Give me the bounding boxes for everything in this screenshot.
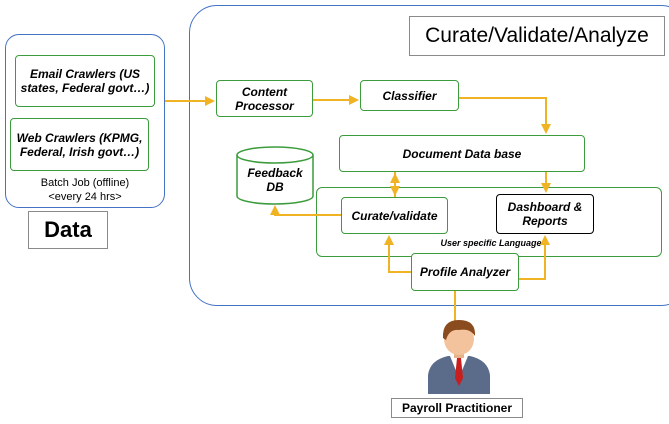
profile-analyzer-box[interactable]: Profile Analyzer [411,253,519,291]
document-db-label: Document Data base [402,146,522,161]
dashboard-reports-box[interactable]: Dashboard & Reports [496,194,594,234]
feedback-db-label: Feedback DB [247,166,303,194]
batch-job-line2: <every 24 hrs> [48,191,122,203]
content-processor-box[interactable]: Content Processor [216,80,313,117]
batch-job-line1: Batch Job (offline) [40,177,130,189]
classifier-box[interactable]: Classifier [360,80,459,111]
web-crawlers-box[interactable]: Web Crawlers (KPMG, Federal, Irish govt…… [10,118,149,171]
web-crawlers-label: Web Crawlers (KPMG, Federal, Irish govt…… [16,130,143,159]
connector-curate-to-feedback [270,205,341,216]
content-processor-label: Content Processor [235,84,294,113]
batch-job-note: Batch Job (offline) <every 24 hrs> [10,176,160,204]
document-db-box[interactable]: Document Data base [339,135,585,172]
curate-validate-box[interactable]: Curate/validate [341,197,448,234]
connector-profile-to-dashboard [519,235,550,280]
data-title-box: Data [28,211,108,249]
profile-analyzer-label: Profile Analyzer [419,265,511,279]
connector-classifier-to-db [459,97,551,134]
dashboard-reports-label: Dashboard & Reports [507,200,583,228]
data-title: Data [44,217,92,242]
analyze-title-box: Curate/Validate/Analyze [409,16,665,56]
classifier-label: Classifier [382,88,437,103]
payroll-practitioner-label-box: Payroll Practitioner [391,398,523,418]
email-crawlers-box[interactable]: Email Crawlers (US states, Federal govt…… [15,55,155,107]
payroll-practitioner-label: Payroll Practitioner [401,401,513,415]
payroll-practitioner-icon [428,320,490,394]
analyze-title: Curate/Validate/Analyze [425,24,649,47]
user-language-label: User specific Language [440,238,542,248]
email-crawlers-label: Email Crawlers (US states, Federal govt…… [20,67,150,95]
connector-profile-to-curate [384,235,411,273]
curate-validate-label: Curate/validate [351,208,438,223]
feedback-db-cylinder[interactable] [236,146,314,205]
